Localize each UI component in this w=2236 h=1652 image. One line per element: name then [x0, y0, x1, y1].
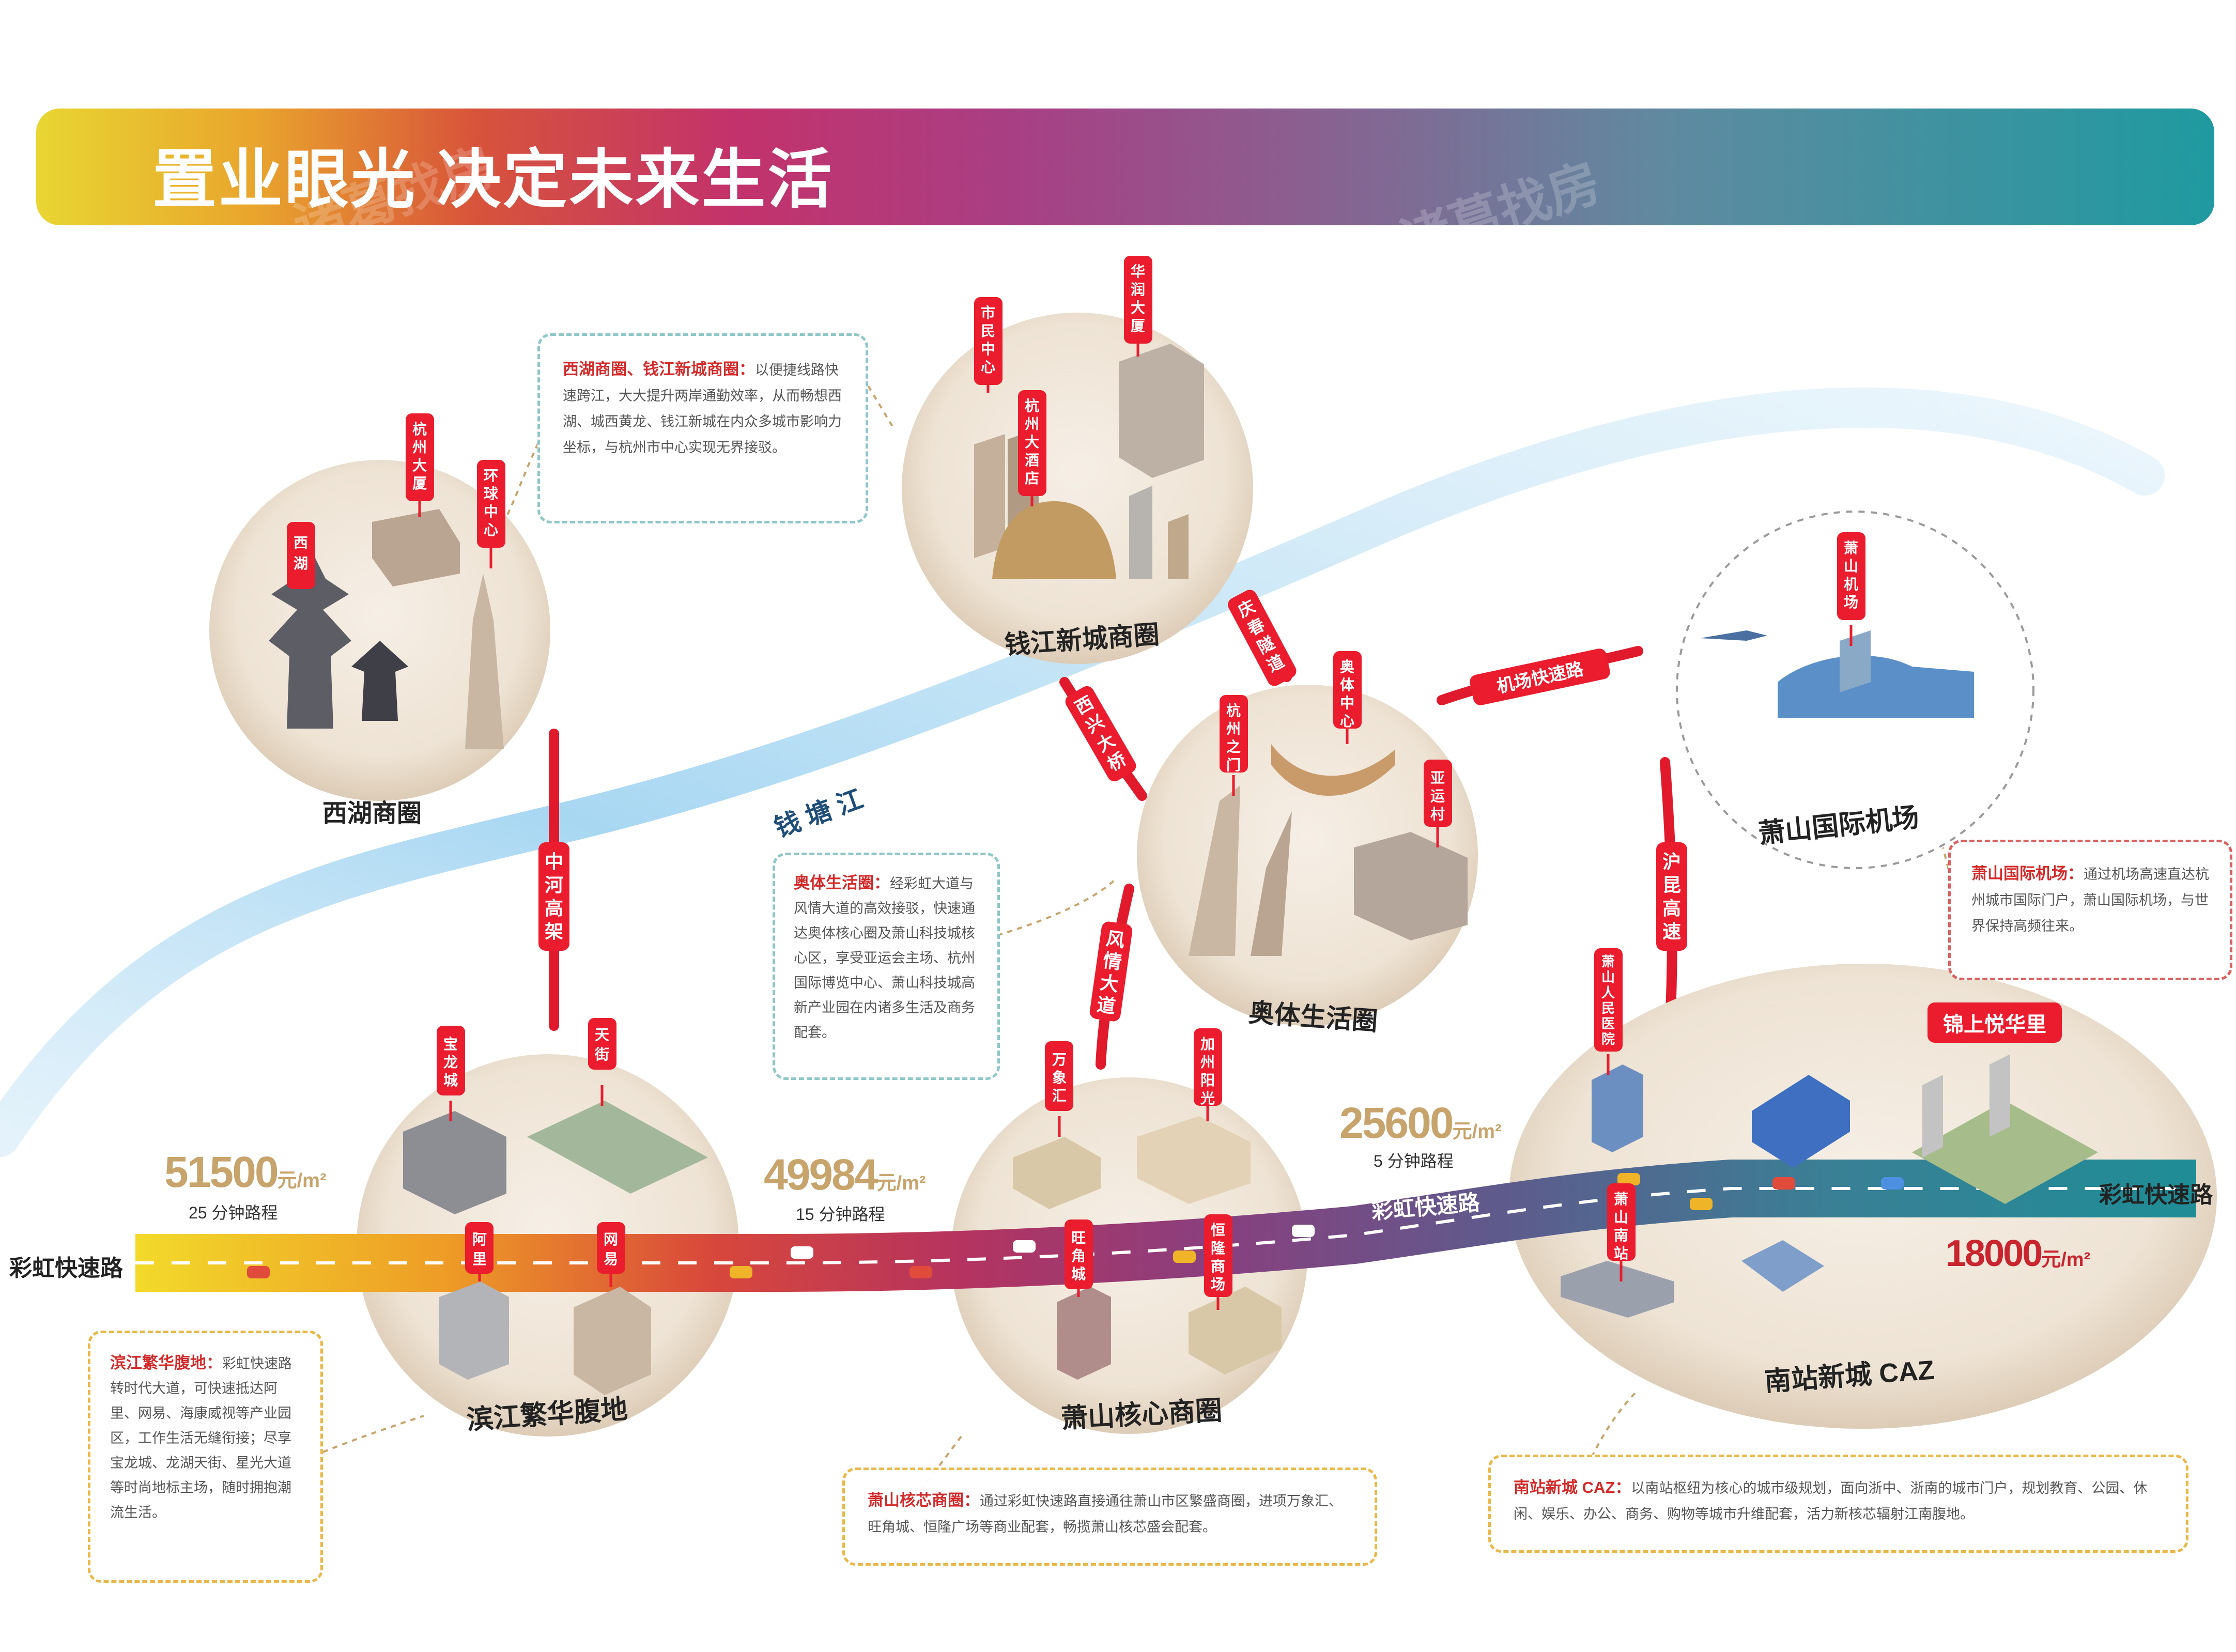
pin-ali: 阿里 — [465, 1222, 494, 1282]
pin-wangjiaocheng: 旺角城 — [1065, 1219, 1093, 1297]
price-project: 18000元/m² — [1946, 1233, 2091, 1274]
info-box-airport: 萧山国际机场：通过机场高速直达杭州城市国际门户，萧山国际机场，与世界保持高频往来… — [1948, 840, 2232, 980]
connector-fengqing-dadao: 风情大道 — [1089, 921, 1133, 1022]
svg-text:旺角城: 旺角城 — [1071, 1230, 1086, 1282]
svg-text:杭州大厦: 杭州大厦 — [412, 421, 427, 491]
qiantang-river — [0, 387, 2165, 1157]
circle-label-xihu: 西湖商圈 — [322, 800, 422, 827]
travel-time-xiaoshan: 15 分钟路程 — [796, 1205, 885, 1224]
connector-qingchun-suidao: 庆春隧道 — [1228, 590, 1297, 686]
info-box-xiaoshan: 萧山核芯商圈：通过彩虹快速路直接通往萧山市区繁盛商圈，进项万象汇、旺角城、恒隆广… — [842, 1468, 1377, 1566]
pin-xiaoshan-jichang: 萧山机场 — [1837, 532, 1865, 646]
svg-text:宝龙城: 宝龙城 — [443, 1036, 458, 1088]
pin-xiaoshan-nanzhan: 萧山南站 — [1607, 1183, 1636, 1282]
info-box-binjiang: 滨江繁华腹地：彩虹快速路转时代大道，可快速抵达阿里、网易、海康威视等产业园区，工… — [88, 1331, 323, 1583]
pin-aoti-zhongxin: 奥体中心 — [1333, 651, 1362, 744]
river-label: 钱 塘 江 — [770, 784, 867, 842]
svg-text:风情大道: 风情大道 — [1096, 928, 1126, 1017]
svg-text:杭州大酒店: 杭州大酒店 — [1025, 397, 1039, 486]
road-center-dashes — [135, 1187, 2196, 1264]
svg-text:萧山南站: 萧山南站 — [1614, 1191, 1628, 1261]
connector-xixing-daqiao: 西兴大桥 — [1065, 686, 1136, 782]
pin-wangyi: 网易 — [597, 1222, 625, 1287]
svg-text:华润大厦: 华润大厦 — [1131, 263, 1145, 334]
pin-huanqiu-zhongxin: 环球中心 — [477, 460, 505, 568]
pin-jiazhou-yangguang: 加州阳光 — [1194, 1028, 1222, 1121]
svg-text:沪昆高速: 沪昆高速 — [1662, 851, 1681, 942]
connector-zhonghe-gaojia: 中河高架 — [538, 842, 569, 951]
svg-text:市民中心: 市民中心 — [981, 304, 995, 375]
info-box-nanzhan: 南站新城 CAZ：以南站枢纽为核心的城市级规划，面向浙中、浙南的城市门户，规划教… — [1488, 1455, 2188, 1553]
svg-text:萧山人民医院: 萧山人民医院 — [1601, 954, 1615, 1047]
road-right-label: 彩虹快速路 — [2099, 1182, 2213, 1208]
road-left-label: 彩虹快速路 — [9, 1256, 123, 1281]
svg-text:恒隆商场: 恒隆商场 — [1211, 1222, 1226, 1292]
pin-hangzhou-zhimen: 杭州之门 — [1220, 695, 1248, 796]
travel-time-binjiang: 25 分钟路程 — [189, 1203, 278, 1222]
building-illustrations — [269, 344, 2098, 1395]
project-label: 锦上悦华里 — [1927, 1002, 2062, 1043]
svg-text:中河高架: 中河高架 — [545, 851, 563, 942]
travel-time-nanzhan: 5 分钟路程 — [1374, 1152, 1454, 1170]
svg-text:万象汇: 万象汇 — [1052, 1052, 1067, 1104]
pin-hangzhou-dasha: 杭州大厦 — [406, 413, 434, 517]
svg-text:亚运村: 亚运村 — [1430, 770, 1445, 822]
pin-baolongcheng: 宝龙城 — [437, 1026, 465, 1121]
svg-text:天街: 天街 — [594, 1027, 609, 1062]
svg-text:环球中心: 环球中心 — [484, 468, 499, 538]
price-binjiang: 51500元/m² — [164, 1148, 327, 1196]
pin-tianjie: 天街 — [588, 1018, 616, 1106]
pin-hangzhou-dajiudian: 杭州大酒店 — [1018, 390, 1046, 506]
pin-xiaoshan-renmin-yiyuan: 萧山人民医院 — [1594, 948, 1623, 1075]
svg-text:阿里: 阿里 — [472, 1231, 487, 1267]
pin-label: 西湖 — [294, 535, 308, 572]
pin-wanxianghui: 万象汇 — [1045, 1041, 1073, 1137]
info-box-aoti: 奥体生活圈：经彩虹大道与风情大道的高效接驳，快速通达奥体核心圈及萧山科技城核心区… — [773, 853, 1000, 1080]
cars — [247, 1173, 1904, 1278]
pin-xihu: 西湖 — [287, 522, 315, 589]
pin-henglong-shangchang: 恒隆商场 — [1204, 1214, 1232, 1310]
svg-text:奥体中心: 奥体中心 — [1340, 659, 1355, 729]
price-xiaoshan: 49984元/m² — [764, 1150, 926, 1199]
pin-shimin-zhongxin: 市民中心 — [974, 297, 1003, 393]
svg-text:杭州之门: 杭州之门 — [1226, 702, 1241, 773]
price-nanzhan: 25600元/m² — [1339, 1099, 1502, 1147]
info-box-xihu-qianjiang: 西湖商圈、钱江新城商圈：以便捷线路快速跨江，大大提升两岸通勤效率，从而畅想西湖、… — [537, 333, 868, 523]
title-banner — [36, 109, 2214, 225]
page-title: 置业眼光 决定未来生活 — [152, 144, 834, 215]
svg-text:加州阳光: 加州阳光 — [1200, 1036, 1215, 1106]
pin-yayuncun: 亚运村 — [1424, 760, 1452, 847]
svg-text:萧山机场: 萧山机场 — [1844, 540, 1858, 610]
connector-hukun-gaosu: 沪昆高速 — [1656, 842, 1687, 951]
connector-jichang-kuaisulu: 机场快速路 — [1470, 649, 1610, 705]
pin-huarun-dasha: 华润大厦 — [1124, 256, 1152, 357]
svg-text:网易: 网易 — [604, 1231, 618, 1267]
